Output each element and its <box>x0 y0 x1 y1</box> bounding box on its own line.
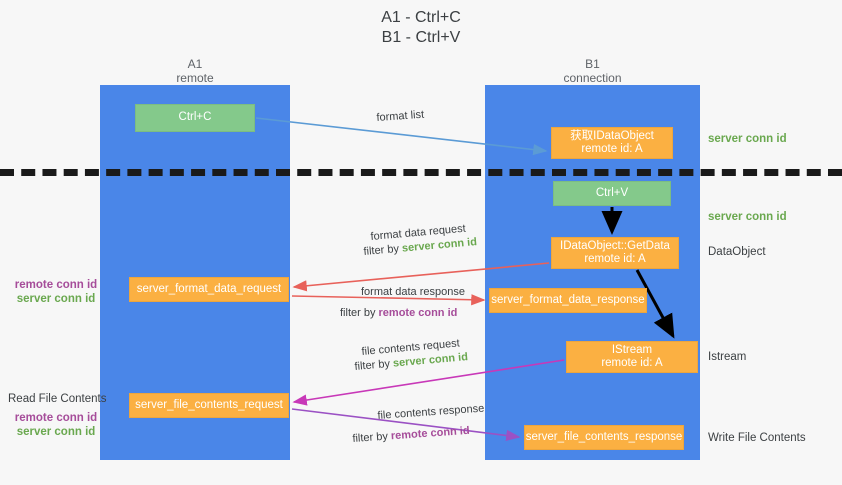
node-idataobject-getdata[interactable]: IDataObject::GetData remote id: A <box>551 237 679 269</box>
label-conn-stack-top: remote conn id server conn id <box>10 278 102 306</box>
caption-format-response-filter: filter by remote conn id <box>340 306 457 320</box>
caption-file-contents-filter-prefix: filter by <box>354 357 394 373</box>
lane-a-header: A1 remote <box>100 57 290 85</box>
label-server-conn-id-top: server conn id <box>708 133 787 145</box>
lane-b-name: B1 <box>585 57 600 71</box>
node-server-file-contents-response[interactable]: server_file_contents_response <box>524 425 684 450</box>
node-ctrl-c-label: Ctrl+C <box>178 111 212 124</box>
node-istream-line-1: IStream <box>611 343 653 356</box>
label-istream: Istream <box>708 351 747 363</box>
title-line-1: A1 - Ctrl+C <box>381 9 461 26</box>
node-server-format-data-request-label: server_format_data_request <box>136 282 282 295</box>
caption-format-response-filter-prefix: filter by <box>340 307 379 319</box>
caption-file-response-filter-value: remote conn id <box>390 424 470 443</box>
node-server-file-contents-response-label: server_file_contents_response <box>525 430 683 443</box>
label-server-conn-id-left-bottom: server conn id <box>16 426 96 438</box>
node-istream[interactable]: IStream remote id: A <box>566 341 698 373</box>
lane-b-header: B1 connection <box>485 57 700 85</box>
node-server-format-data-request[interactable]: server_format_data_request <box>129 277 289 302</box>
caption-format-list: format list <box>376 108 425 124</box>
lane-b-role: connection <box>563 71 622 85</box>
node-server-file-contents-request-label: server_file_contents_request <box>135 398 283 411</box>
label-write-file-contents: Write File Contents <box>708 432 806 444</box>
node-ctrl-v-label: Ctrl+V <box>595 186 629 199</box>
node-istream-line-2: remote id: A <box>601 357 663 369</box>
node-idataobject-line-1: 获取IDataObject <box>570 129 654 142</box>
diagram-title: A1 - Ctrl+C B1 - Ctrl+V <box>0 8 842 48</box>
label-conn-stack-bottom: remote conn id server conn id <box>10 411 102 439</box>
label-remote-conn-id-top: remote conn id <box>14 279 98 291</box>
caption-format-data-response: format data response <box>361 286 465 298</box>
label-remote-conn-id-bottom: remote conn id <box>14 412 98 424</box>
node-ctrl-v[interactable]: Ctrl+V <box>553 181 671 206</box>
caption-file-response-filter-prefix: filter by <box>352 430 392 445</box>
label-dataobject: DataObject <box>708 246 766 258</box>
title-line-2: B1 - Ctrl+V <box>381 29 461 46</box>
node-ctrl-c[interactable]: Ctrl+C <box>135 104 255 132</box>
label-server-conn-id-mid: server conn id <box>708 211 787 223</box>
caption-file-contents-response: file contents response <box>377 402 485 422</box>
node-getdata-line-1: IDataObject::GetData <box>560 239 670 252</box>
label-read-file-contents: Read File Contents <box>8 393 107 405</box>
phase-separator-dashed-line <box>0 169 842 176</box>
node-idataobject-line-2: remote id: A <box>581 143 643 155</box>
node-server-file-contents-request[interactable]: server_file_contents_request <box>129 393 289 418</box>
node-getdata-line-2: remote id: A <box>584 253 646 265</box>
label-server-conn-id-left-top: server conn id <box>16 293 96 305</box>
node-server-format-data-response[interactable]: server_format_data_response <box>489 288 647 313</box>
lane-a-name: A1 <box>187 57 203 71</box>
node-server-format-data-response-label: server_format_data_response <box>491 293 645 306</box>
lane-a-role: remote <box>176 71 214 85</box>
caption-format-response-filter-value: remote conn id <box>378 307 458 319</box>
node-idataobject[interactable]: 获取IDataObject remote id: A <box>551 127 673 159</box>
caption-format-data-filter-prefix: filter by <box>363 242 403 258</box>
caption-file-response-filter: filter by remote conn id <box>352 424 470 446</box>
